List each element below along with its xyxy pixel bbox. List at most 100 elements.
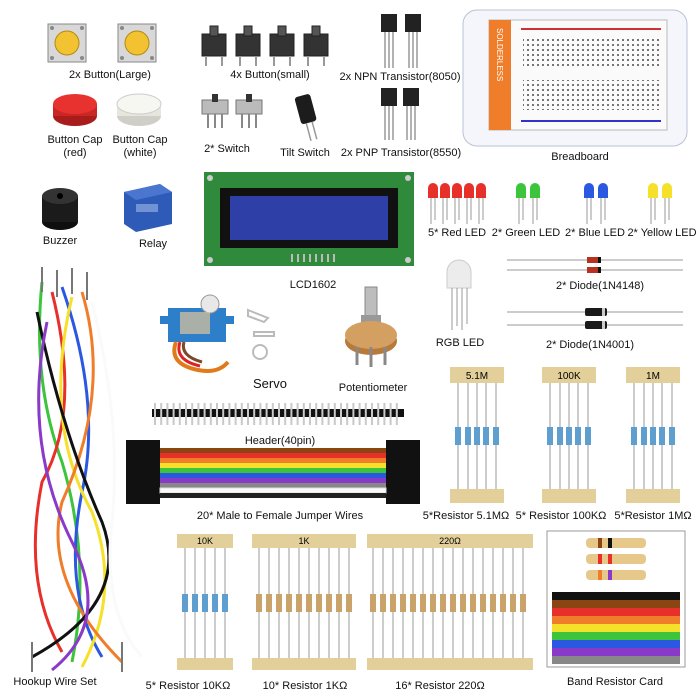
servo-icon: [158, 290, 288, 380]
header-pin: [234, 403, 237, 425]
red-led-icon: [424, 170, 494, 226]
resistor-10k-label: 5* Resistor 10KΩ: [145, 680, 231, 692]
resistor-1m-icon: 1M: [624, 365, 682, 505]
header-pin: [296, 403, 299, 425]
header-pin: [216, 403, 218, 425]
blue-led-label: 2* Blue LED: [565, 227, 625, 239]
diode-1n4001-label: 2* Diode(1N4001): [545, 339, 635, 351]
header-pin: [358, 403, 361, 425]
diode-1n4001-icon: [505, 306, 685, 330]
header-pin: [160, 403, 163, 425]
resistor-1m-label: 5*Resistor 1MΩ: [614, 510, 692, 522]
header-pin: [197, 403, 200, 425]
header-pin: [340, 403, 342, 425]
rgb-led-icon: [442, 252, 476, 332]
diode-1n4148-icon: [505, 254, 685, 274]
header-pin: [166, 403, 169, 425]
header-pin: [154, 403, 156, 425]
button-small-label: 4x Button(small): [230, 69, 310, 81]
resistor-220-icon: 220Ω: [365, 532, 535, 672]
header-pin: [178, 403, 181, 425]
green-led-icon: [512, 170, 546, 226]
tilt-switch-label: Tilt Switch: [280, 147, 330, 159]
button-cap-white-line2: (white): [123, 147, 157, 159]
header-pin: [265, 403, 268, 425]
header-pin-icon: [150, 403, 406, 425]
resistor-10k-icon: 10K: [175, 532, 235, 672]
button-cap-red-label: Button Cap (red): [35, 134, 115, 160]
yellow-led-icon: [644, 170, 678, 226]
relay-label: Relay: [138, 238, 168, 250]
lcd-label: LCD1602: [289, 279, 337, 291]
resistor-1k-icon: 1K: [250, 532, 358, 672]
button-cap-white-icon: [114, 92, 164, 128]
breadboard-label: Breadboard: [551, 151, 609, 163]
resistor-100k-tape-text: 100K: [557, 371, 581, 382]
servo-label: Servo: [253, 376, 287, 391]
button-cap-white-line1: Button Cap: [112, 134, 168, 146]
header-pin: [203, 403, 206, 425]
breadboard-icon: SOLDERLESS: [461, 8, 691, 148]
buzzer-label: Buzzer: [42, 235, 78, 247]
button-cap-red-icon: [50, 92, 100, 128]
hookup-label: Hookup Wire Set: [13, 676, 97, 688]
buzzer-icon: [38, 186, 82, 232]
header-pin: [253, 403, 256, 425]
band-card-label: Band Resistor Card: [567, 676, 663, 688]
header-pin: [302, 403, 305, 425]
resistor-1k-tape-text: 1K: [298, 536, 309, 546]
button-cap-red-line2: (red): [63, 147, 87, 159]
button-cap-white-label: Button Cap (white): [100, 134, 180, 160]
header-pin: [240, 403, 243, 425]
header-pin: [395, 403, 398, 425]
jumper-wires-icon: [122, 436, 424, 508]
slide-switch-icon: [198, 92, 268, 132]
header-pin: [371, 403, 373, 425]
header-pin: [191, 403, 194, 425]
header-pin: [383, 403, 386, 425]
header-pin: [284, 403, 287, 425]
potentiometer-label: Potentiometer: [338, 382, 408, 394]
red-led-label: 5* Red LED: [427, 227, 487, 239]
header-pin: [333, 403, 336, 425]
band-resistor-card-icon: [546, 530, 686, 668]
header-pin: [259, 403, 262, 425]
potentiometer-icon: [335, 285, 405, 375]
resistor-51m-tape-text: 5.1M: [466, 371, 488, 382]
resistor-51m-label: 5*Resistor 5.1MΩ: [422, 510, 510, 522]
header-pin: [327, 403, 330, 425]
button-cap-red-line1: Button Cap: [47, 134, 103, 146]
lcd-icon: [202, 170, 416, 268]
header-pin: [209, 403, 212, 425]
header-pin: [172, 403, 175, 425]
relay-icon: [120, 180, 176, 234]
pnp-label: 2x PNP Transistor(8550): [340, 147, 462, 159]
green-led-label: 2* Green LED: [491, 227, 561, 239]
resistor-1k-label: 10* Resistor 1KΩ: [262, 680, 348, 692]
header-pin: [352, 403, 355, 425]
header-pin: [271, 403, 274, 425]
breadboard-brand-text: SOLDERLESS: [495, 28, 504, 81]
resistor-220-tape-text: 220Ω: [439, 536, 461, 546]
header-pin: [346, 403, 349, 425]
button-large-label: 2x Button(Large): [69, 69, 151, 81]
header-pin: [290, 403, 293, 425]
yellow-led-label: 2* Yellow LED: [627, 227, 697, 239]
resistor-1m-tape-text: 1M: [646, 371, 660, 382]
npn-transistor-icon: [375, 12, 435, 70]
header-pin: [228, 403, 231, 425]
npn-label: 2x NPN Transistor(8050): [339, 71, 461, 83]
header-pin: [309, 403, 311, 425]
resistor-100k-label: 5* Resistor 100KΩ: [515, 510, 607, 522]
resistor-220-label: 16* Resistor 220Ω: [395, 680, 485, 692]
tilt-switch-icon: [290, 90, 330, 144]
diode-1n4148-label: 2* Diode(1N4148): [555, 280, 645, 292]
blue-led-icon: [580, 170, 614, 226]
header-pin: [247, 403, 249, 425]
resistor-10k-tape-text: 10K: [197, 536, 213, 546]
header-pin: [321, 403, 324, 425]
jumper-label: 20* Male to Female Jumper Wires: [196, 510, 364, 522]
header-pin: [222, 403, 225, 425]
header-pin: [315, 403, 318, 425]
rgb-led-label: RGB LED: [435, 337, 485, 349]
